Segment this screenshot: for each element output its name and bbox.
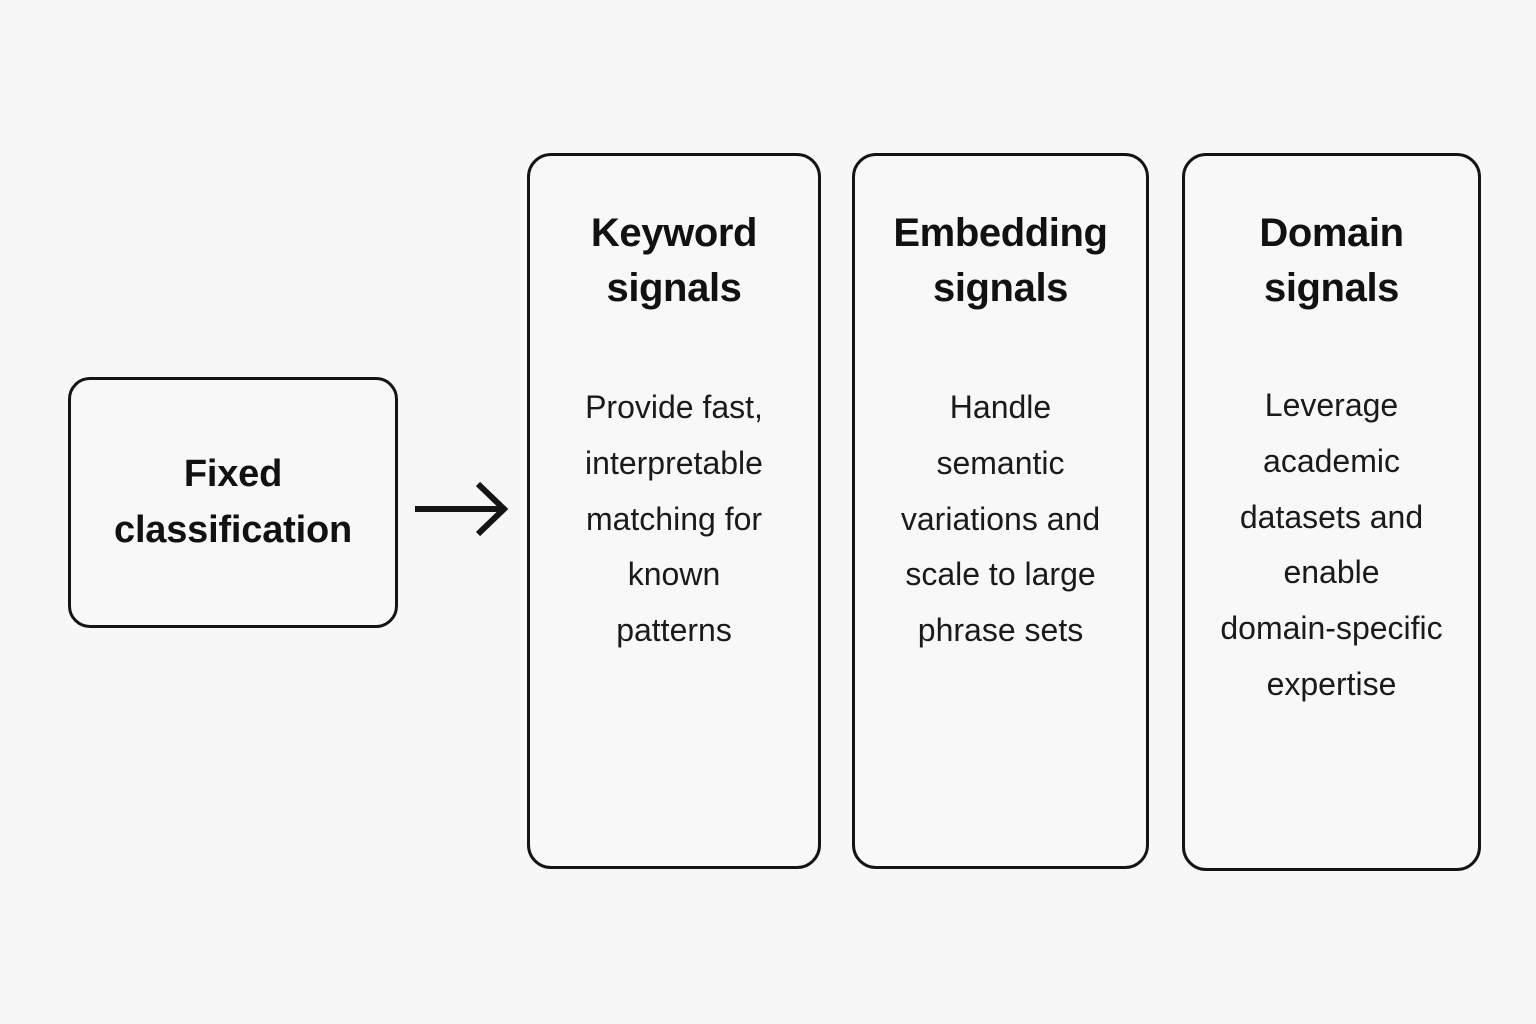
signal-card-title: Embedding signals — [893, 211, 1108, 311]
signal-card-title: Keyword signals — [590, 211, 758, 311]
arrow-right-icon — [408, 472, 516, 546]
signal-card-body: Provide fast, interpretable matching for… — [585, 389, 763, 649]
signal-card-body: Leverage academic datasets and enable do… — [1220, 387, 1443, 702]
signal-card-embedding[interactable]: Embedding signals Handle semantic variat… — [852, 153, 1149, 869]
signal-card-domain[interactable]: Domain signals Leverage academic dataset… — [1182, 153, 1481, 871]
signal-card-keyword[interactable]: Keyword signals Provide fast, interpreta… — [527, 153, 821, 869]
fixed-classification-label: Fixed classification — [114, 453, 352, 551]
fixed-classification-node[interactable]: Fixed classification — [68, 377, 398, 628]
signal-card-body: Handle semantic variations and scale to … — [900, 389, 1101, 649]
signal-card-title: Domain signals — [1259, 211, 1404, 311]
